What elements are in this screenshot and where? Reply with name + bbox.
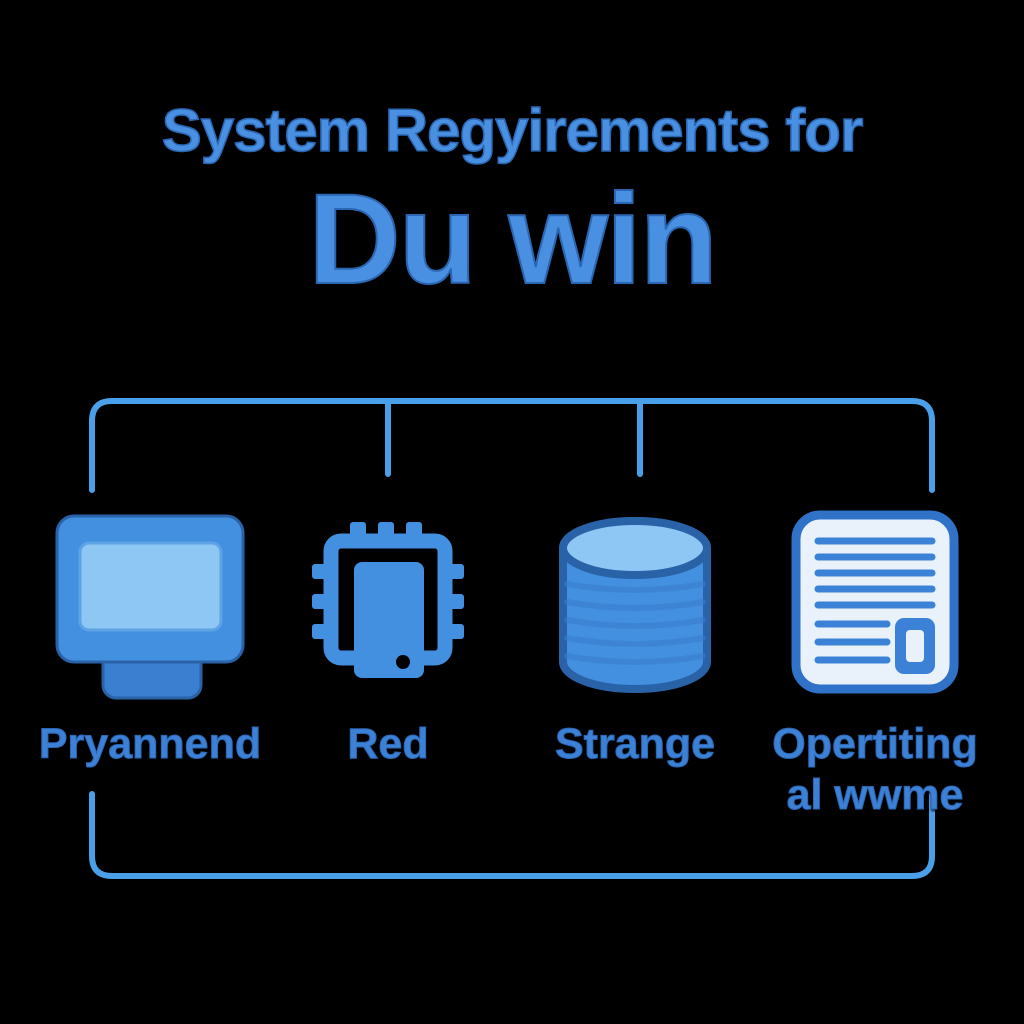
- item-label-display: Pryannend: [38, 720, 262, 769]
- item-label-os-line1: Opertiting: [772, 720, 978, 769]
- bracket-bottom: [89, 791, 935, 879]
- item-storage: Strange: [515, 510, 755, 770]
- database-stripes: [564, 581, 706, 665]
- item-label-cpu: Red: [347, 720, 429, 769]
- item-label-storage: Strange: [554, 720, 716, 769]
- document-icon: [791, 510, 959, 694]
- title-main: Du win: [307, 167, 719, 312]
- item-display: Pryannend: [30, 510, 270, 770]
- item-label-os: Opertiting al wwme: [755, 719, 995, 820]
- document-text-lines: [814, 537, 936, 664]
- document-stamp-inner: [906, 630, 924, 662]
- database-icon: [559, 517, 711, 693]
- item-os: Opertiting al wwme: [755, 510, 995, 820]
- database-top: [559, 517, 711, 579]
- item-cpu: Red: [268, 510, 508, 770]
- monitor-icon: [55, 514, 245, 700]
- cpu-dot: [396, 655, 410, 669]
- bracket-top: [89, 398, 935, 493]
- cpu-die: [354, 562, 424, 678]
- title-subtitle: System Regyirements for: [161, 96, 864, 165]
- cpu-icon: [312, 522, 464, 678]
- monitor-screen: [78, 541, 223, 632]
- item-label-os-line2: al wwme: [786, 770, 964, 819]
